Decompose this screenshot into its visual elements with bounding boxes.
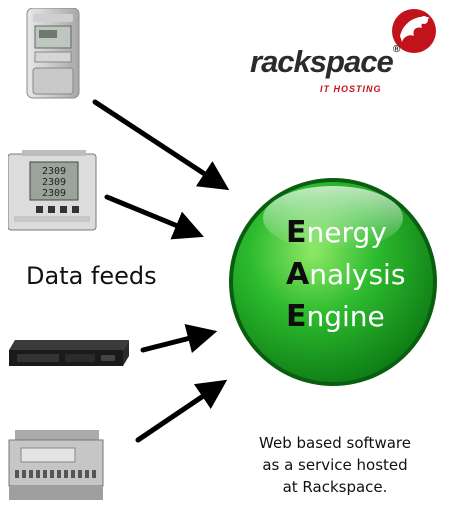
energy-engine-sphere	[229, 178, 437, 386]
web-based-description: Web based software as a service hosted a…	[228, 432, 442, 498]
electricity-meter-icon	[26, 8, 80, 99]
rackspace-logo-icon	[392, 9, 436, 53]
arrow-plc	[135, 379, 228, 443]
arrow-meter	[92, 99, 230, 191]
svg-text:2309: 2309	[42, 177, 66, 188]
engine-line-engine: Engine	[286, 299, 385, 334]
web-text-line-1: Web based software	[259, 434, 411, 452]
rackspace-tagline: IT HOSTING	[320, 84, 382, 94]
arrow-switch	[140, 323, 218, 354]
svg-text:2309: 2309	[42, 166, 66, 177]
panel-meter-icon: 2309 2309 2309	[8, 150, 97, 231]
data-feeds-label: Data feeds	[26, 262, 157, 290]
engine-line-energy: Energy	[286, 215, 387, 250]
engine-label: Energy Analysis Engine	[240, 212, 430, 338]
engine-line-analysis: Analysis	[286, 257, 406, 292]
arrow-panel	[104, 194, 204, 240]
svg-text:2309: 2309	[42, 188, 66, 199]
rackspace-logo-text: rackspace®	[250, 44, 400, 79]
network-switch-icon	[9, 340, 129, 366]
web-text-line-2: as a service hosted	[262, 456, 408, 474]
web-text-line-3: at Rackspace.	[282, 478, 388, 496]
plc-controller-icon	[8, 430, 104, 500]
